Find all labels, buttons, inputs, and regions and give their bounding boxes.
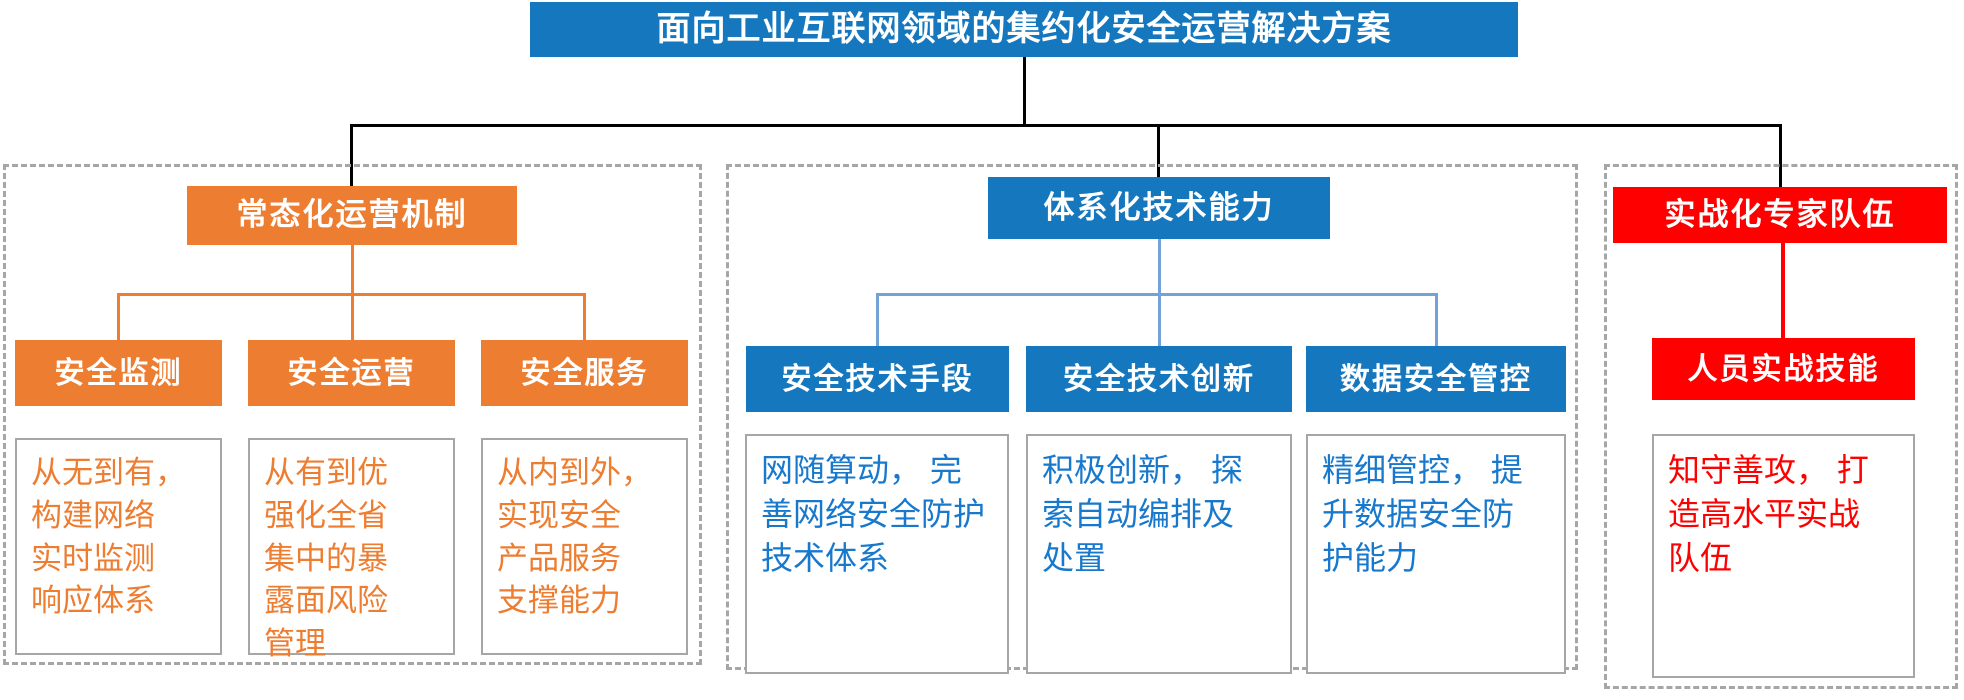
connector-root-horizontal <box>350 124 1782 127</box>
root-title-box: 面向工业互联网领域的集约化安全运营解决方案 <box>530 2 1518 57</box>
node-security-operation-text: 安全运营 <box>287 356 416 390</box>
desc-tech-innovation: 积极创新， 探 索自动编排及 处置 <box>1026 434 1292 674</box>
branch-header-experts-text: 实战化专家队伍 <box>1664 196 1896 232</box>
desc-security-service-text: 从内到外， 实现安全 产品服务 支撑能力 <box>497 455 652 619</box>
connector-experts-drop <box>1781 243 1785 338</box>
node-tech-innovation: 安全技术创新 <box>1026 346 1292 412</box>
node-data-security-text: 数据安全管控 <box>1340 362 1532 396</box>
branch-header-technology: 体系化技术能力 <box>988 177 1330 239</box>
branch-header-experts: 实战化专家队伍 <box>1613 187 1947 243</box>
node-tech-means: 安全技术手段 <box>746 346 1009 412</box>
connector-technology-horizontal <box>876 293 1438 296</box>
group-experts <box>1604 164 1958 689</box>
desc-data-security: 精细管控， 提 升数据安全防 护能力 <box>1306 434 1566 674</box>
node-practical-skills-text: 人员实战技能 <box>1687 352 1880 386</box>
connector-operations-drop <box>351 245 354 294</box>
branch-header-operations: 常态化运营机制 <box>187 186 517 245</box>
desc-data-security-text: 精细管控， 提 升数据安全防 护能力 <box>1322 452 1523 577</box>
connector-drop-monitoring <box>117 293 120 340</box>
connector-drop-service <box>583 293 586 340</box>
connector-drop-tech-means <box>876 293 879 346</box>
desc-practical-skills: 知守善攻， 打 造高水平实战 队伍 <box>1652 434 1915 678</box>
group-operations <box>3 164 702 665</box>
connector-drop-data-security <box>1435 293 1438 346</box>
branch-header-operations-text: 常态化运营机制 <box>236 197 468 233</box>
node-security-monitoring: 安全监测 <box>15 340 222 406</box>
node-tech-innovation-text: 安全技术创新 <box>1063 362 1255 396</box>
node-tech-means-text: 安全技术手段 <box>781 362 974 396</box>
node-security-operation: 安全运营 <box>248 340 455 406</box>
node-security-service-text: 安全服务 <box>520 356 649 390</box>
root-title-text: 面向工业互联网领域的集约化安全运营解决方案 <box>656 9 1392 48</box>
desc-tech-innovation-text: 积极创新， 探 索自动编排及 处置 <box>1042 452 1243 577</box>
node-data-security: 数据安全管控 <box>1306 346 1566 412</box>
node-security-monitoring-text: 安全监测 <box>54 356 183 390</box>
connector-drop-tech-innovation <box>1158 293 1161 346</box>
connector-root-drop <box>1023 57 1026 125</box>
node-practical-skills: 人员实战技能 <box>1652 338 1915 400</box>
desc-security-operation-text: 从有到优 强化全省 集中的暴 露面风险 管理 <box>264 455 388 662</box>
desc-security-monitoring-text: 从无到有， 构建网络 实时监测 响应体系 <box>31 455 186 619</box>
branch-header-technology-text: 体系化技术能力 <box>1043 189 1275 225</box>
node-security-service: 安全服务 <box>481 340 688 406</box>
connector-drop-technology <box>1157 124 1160 177</box>
desc-tech-means-text: 网随算动， 完 善网络安全防护 技术体系 <box>761 452 986 577</box>
connector-technology-drop <box>1158 239 1161 294</box>
connector-drop-operations <box>350 124 353 186</box>
connector-drop-operation <box>351 293 354 340</box>
desc-security-operation: 从有到优 强化全省 集中的暴 露面风险 管理 <box>248 438 455 661</box>
desc-practical-skills-text: 知守善攻， 打 造高水平实战 队伍 <box>1668 452 1869 577</box>
connector-drop-experts <box>1779 124 1782 187</box>
desc-security-monitoring: 从无到有， 构建网络 实时监测 响应体系 <box>15 438 222 655</box>
desc-security-service: 从内到外， 实现安全 产品服务 支撑能力 <box>481 438 688 655</box>
desc-tech-means: 网随算动， 完 善网络安全防护 技术体系 <box>745 434 1009 674</box>
